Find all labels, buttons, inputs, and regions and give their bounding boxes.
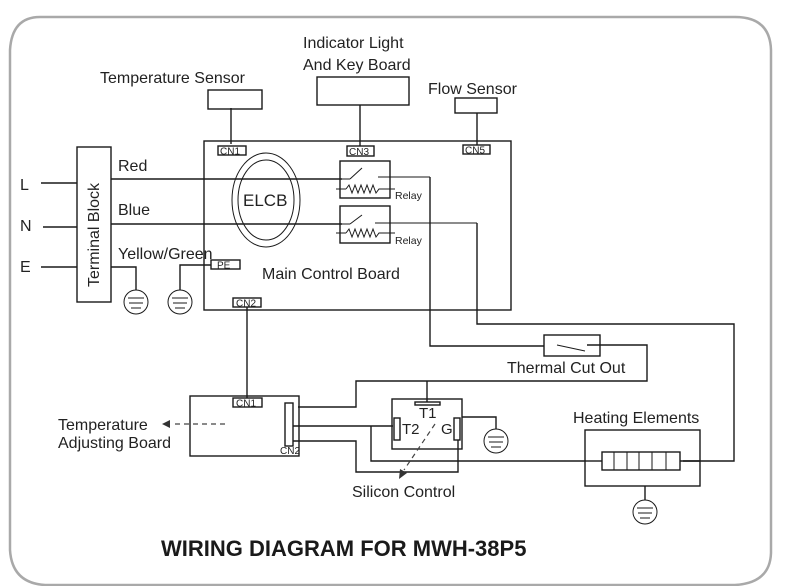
- elcb-label: ELCB: [243, 191, 287, 210]
- earth-wire-pe: [179, 264, 211, 292]
- adjusting-board-pointer-arrow: [162, 420, 170, 428]
- relay-2-label: Relay: [395, 235, 423, 247]
- t2-to-heater-wire: [370, 426, 586, 462]
- adj-cn1-connector: [232, 397, 263, 408]
- indicator-light-box: [316, 76, 410, 106]
- adj-cn2-label: CN2: [280, 446, 300, 457]
- t2-label: T2: [402, 421, 420, 438]
- t2-terminal: [393, 417, 401, 441]
- main-cn5-connector: [462, 144, 491, 155]
- heating-element-coil: [601, 451, 681, 471]
- t1-label: T1: [419, 405, 437, 422]
- temp-adjusting-label-line1: Temperature: [58, 417, 148, 434]
- silicon-control-pointer-line: [403, 423, 436, 471]
- main-control-board: [203, 140, 512, 311]
- thermal-to-triac-wire: [298, 344, 648, 408]
- elcb-outer-ring: [231, 152, 301, 248]
- ground-icon-pe: [167, 289, 193, 315]
- heating-elements-label: Heating Elements: [573, 410, 699, 427]
- diagram-frame: [8, 15, 773, 586]
- ground-icon-terminal: [123, 289, 149, 315]
- flow-sensor-label: Flow Sensor: [428, 81, 518, 98]
- terminal-block: [76, 146, 112, 303]
- thermal-cut-out-switch: [556, 344, 586, 352]
- g-terminal: [453, 417, 461, 441]
- main-cn1-connector: [217, 145, 247, 156]
- ground-icon-heater: [632, 499, 658, 525]
- temperature-sensor-label: Temperature Sensor: [100, 70, 246, 87]
- input-e-label: E: [20, 259, 31, 276]
- blue-wire-label: Blue: [118, 202, 150, 219]
- relay-1-label: Relay: [395, 190, 423, 202]
- earth-wire-terminal: [111, 266, 137, 292]
- relay2-to-heater-wire: [476, 223, 735, 462]
- thermal-cut-out-label: Thermal Cut Out: [507, 360, 626, 377]
- silicon-control-label: Silicon Control: [352, 484, 455, 501]
- g-label: G: [441, 421, 453, 438]
- indicator-light-label-line2: And Key Board: [303, 57, 411, 74]
- ground-icon-triac: [483, 428, 509, 454]
- earth-wire-label: Yellow/Green: [118, 246, 213, 263]
- cn2-to-gate-wire: [293, 418, 459, 473]
- silicon-control-pointer-arrow: [399, 469, 407, 479]
- main-cn3-label: CN3: [349, 147, 369, 158]
- elcb-inner-ring: [237, 159, 295, 241]
- relay-2: [336, 205, 477, 244]
- heating-elements-housing: [584, 429, 701, 487]
- main-cn1-label: CN1: [220, 147, 240, 158]
- t1-terminal: [414, 401, 441, 406]
- terminal-block-label: Terminal Block: [86, 182, 103, 287]
- main-pe-label: PE: [217, 261, 231, 272]
- relay-1: [336, 160, 430, 199]
- flow-sensor-box: [454, 97, 498, 114]
- red-wire-label: Red: [118, 158, 147, 175]
- adj-cn2-connector: [284, 402, 294, 447]
- adj-cn1-label: CN1: [236, 399, 256, 410]
- main-cn3-connector: [346, 145, 375, 157]
- temp-adjusting-label-line2: Adjusting Board: [58, 435, 171, 452]
- main-control-board-label: Main Control Board: [262, 266, 400, 283]
- indicator-light-label-line1: Indicator Light: [303, 35, 404, 52]
- diagram-title: WIRING DIAGRAM FOR MWH-38P5: [161, 536, 526, 561]
- temperature-sensor-box: [207, 89, 263, 110]
- relay1-to-thermal-wire: [429, 177, 544, 347]
- main-cn2-label: CN2: [236, 299, 256, 310]
- triac-ground-wire: [462, 416, 497, 430]
- input-l-label: L: [20, 177, 29, 194]
- input-n-label: N: [20, 218, 32, 235]
- main-cn5-label: CN5: [465, 146, 485, 157]
